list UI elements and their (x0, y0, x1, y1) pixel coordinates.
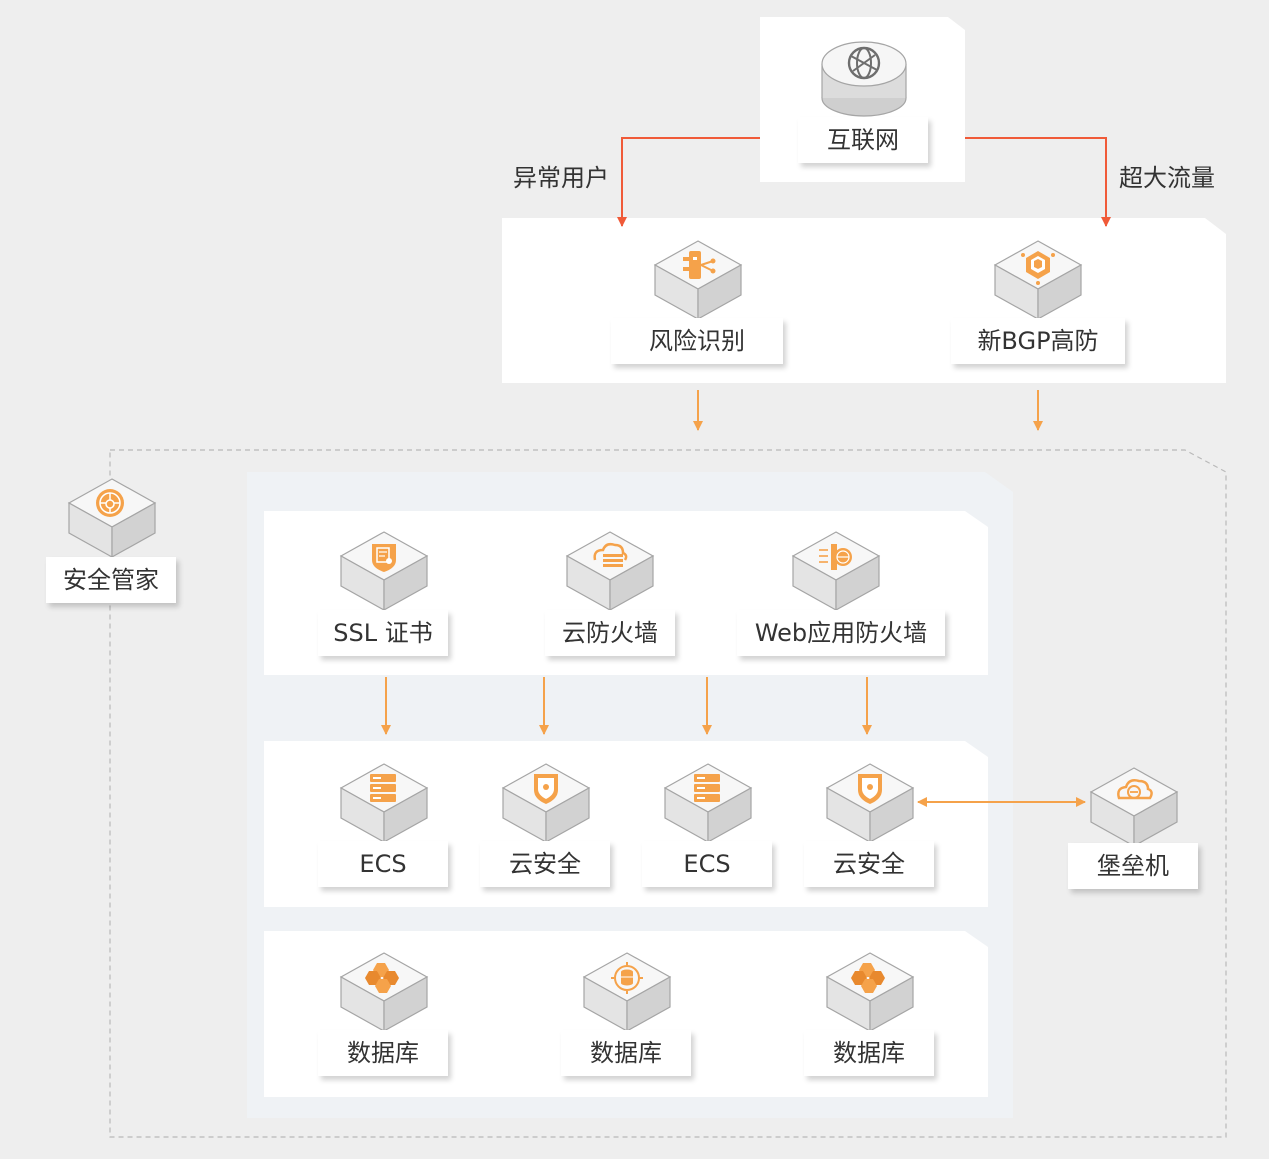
shield-icon (534, 774, 558, 804)
cloud-firewall-node[interactable] (565, 530, 655, 612)
database-node-1[interactable] (339, 951, 429, 1033)
database-icon (611, 962, 643, 994)
ssl-certificate-label: SSL 证书 (318, 610, 448, 656)
edge-label-abnormal-users: 异常用户 (513, 164, 609, 192)
vpc-boundary (109, 449, 1227, 1138)
ssl-certificate-node[interactable] (339, 530, 429, 612)
arrow-internet-to-risk (617, 137, 760, 227)
cube-shape (67, 478, 157, 559)
globe-icon (847, 46, 881, 80)
bgp-anti-ddos-label: 新BGP高防 (951, 318, 1125, 364)
cube-shape (582, 952, 672, 1033)
risk-identification-label: 风险识别 (611, 318, 783, 364)
database-node-3[interactable] (825, 951, 915, 1033)
bastion-host-label: 堡垒机 (1068, 843, 1198, 889)
risk-identification-icon (683, 251, 716, 279)
arrow-internet-to-bgp (965, 137, 1111, 227)
security-manager-icon (96, 489, 124, 517)
cloud-firewall-label: 云防火墙 (545, 610, 675, 656)
waf-icon (819, 544, 852, 570)
ecs-label-2: ECS (642, 841, 772, 887)
database-cluster-icon (365, 963, 399, 993)
cube-shape (501, 763, 591, 844)
cube-shape (825, 952, 915, 1033)
cloud-security-node-2[interactable] (825, 762, 915, 844)
ecs-node-1[interactable] (339, 762, 429, 844)
waf-node[interactable] (791, 530, 881, 612)
database-label-3: 数据库 (804, 1030, 934, 1076)
cube-shape (825, 763, 915, 844)
database-node-2[interactable] (582, 951, 672, 1033)
cube-shape (663, 763, 753, 844)
internet-label: 互联网 (798, 117, 928, 163)
anti-ddos-icon (1021, 251, 1055, 285)
cube-shape (339, 531, 429, 612)
security-manager-node[interactable] (67, 477, 157, 559)
security-manager-label: 安全管家 (46, 557, 176, 603)
internet-node[interactable] (818, 36, 910, 118)
ecs-node-2[interactable] (663, 762, 753, 844)
database-label-1: 数据库 (318, 1030, 448, 1076)
cube-shape (339, 952, 429, 1033)
internet-router-shape (821, 41, 907, 117)
bastion-host-node[interactable] (1089, 766, 1179, 848)
cube-shape (653, 240, 743, 321)
waf-label: Web应用防火墙 (737, 610, 945, 656)
bgp-anti-ddos-node[interactable] (993, 239, 1083, 321)
cube-shape (791, 531, 881, 612)
server-icon (694, 774, 720, 802)
cube-shape (565, 531, 655, 612)
ecs-label-1: ECS (318, 841, 448, 887)
cloud-security-label-1: 云安全 (480, 841, 610, 887)
cube-shape (339, 763, 429, 844)
database-label-2: 数据库 (561, 1030, 691, 1076)
cube-shape (993, 240, 1083, 321)
risk-identification-node[interactable] (653, 239, 743, 321)
database-cluster-icon (851, 963, 885, 993)
shield-icon (858, 774, 882, 804)
bastion-host-icon (1117, 779, 1153, 800)
cube-shape (1089, 767, 1179, 848)
certificate-icon (372, 544, 396, 572)
cloud-security-label-2: 云安全 (804, 841, 934, 887)
cloud-security-node-1[interactable] (501, 762, 591, 844)
server-icon (370, 774, 396, 802)
cloud-firewall-icon (593, 542, 628, 567)
edge-label-huge-traffic: 超大流量 (1119, 164, 1215, 192)
